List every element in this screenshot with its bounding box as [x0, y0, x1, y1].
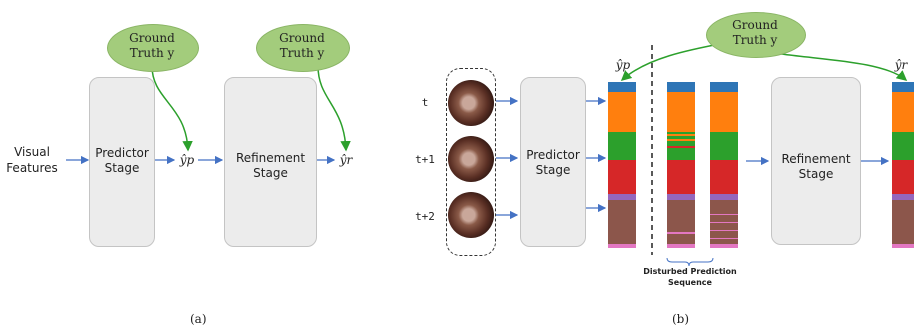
noise-stripe — [710, 230, 738, 231]
yhat-r-b: ŷr — [894, 58, 908, 72]
bar-segment — [710, 132, 738, 160]
frame-stack — [446, 68, 496, 256]
time-label-t1: t+1 — [415, 153, 435, 166]
bracket — [666, 257, 714, 267]
bar-segment — [608, 194, 636, 200]
bar-yhat-r — [892, 82, 914, 248]
ground-truth-ellipse-a2 — [256, 24, 350, 72]
predictor-stage-a — [89, 77, 155, 247]
bar-segment — [667, 244, 695, 248]
bar-segment — [608, 200, 636, 244]
yhat-p-a: ŷp — [179, 153, 195, 167]
gt-a1-line1: Ground — [129, 31, 175, 45]
bar-segment — [892, 244, 914, 248]
gt-arrow-a2 — [317, 65, 351, 152]
refinement-a-line1: Refinement — [235, 151, 306, 165]
bar-segment — [710, 194, 738, 200]
video-frame-t — [448, 80, 494, 126]
bar-segment — [608, 160, 636, 194]
noise-stripe — [667, 134, 695, 136]
ground-truth-ellipse-a1 — [107, 24, 199, 72]
caption-b: (b) — [672, 312, 690, 326]
time-label-t2: t+2 — [415, 210, 435, 223]
bar-segment — [892, 132, 914, 160]
refinement-stage-b — [771, 77, 861, 245]
bar-segment — [710, 160, 738, 194]
time-label-t: t — [421, 96, 429, 109]
bar-yhat-p — [608, 82, 636, 248]
bar-disturbed-1 — [667, 82, 695, 248]
bar-segment — [710, 82, 738, 92]
visual-features-line1: Visual — [14, 145, 50, 159]
video-frame-t2 — [448, 192, 494, 238]
gt-a2-line2: Truth y — [279, 46, 325, 60]
yhat-r-a: ŷr — [339, 153, 353, 167]
bar-segment — [892, 194, 914, 200]
bar-segment — [892, 160, 914, 194]
bar-segment — [608, 82, 636, 92]
predictor-stage-b — [520, 77, 586, 247]
gt-a2-line1: Ground — [279, 31, 325, 45]
bar-segment — [710, 244, 738, 248]
bar-segment — [892, 92, 914, 132]
noise-stripe — [710, 222, 738, 223]
bar-segment — [892, 200, 914, 244]
bar-segment — [608, 132, 636, 160]
bar-segment — [710, 92, 738, 132]
disturbed-line2: Sequence — [668, 278, 712, 287]
predictor-a-line1: Predictor — [95, 146, 149, 160]
caption-a: (a) — [190, 312, 207, 326]
noise-stripe — [667, 146, 695, 148]
predictor-b-line2: Stage — [535, 163, 571, 177]
noise-stripe — [667, 139, 695, 141]
bar-segment — [667, 82, 695, 92]
refinement-a-line2: Stage — [253, 166, 288, 180]
gt-arrow-a1 — [151, 65, 193, 152]
noise-stripe — [667, 232, 695, 234]
predictor-b-line1: Predictor — [526, 148, 580, 162]
noise-stripe — [710, 238, 738, 239]
bar-segment — [667, 200, 695, 244]
bar-segment — [667, 160, 695, 194]
noise-stripe — [710, 126, 738, 129]
refinement-b-line1: Refinement — [781, 152, 851, 166]
video-frame-t1 — [448, 136, 494, 182]
disturbed-line1: Disturbed Prediction — [643, 267, 737, 276]
refinement-stage-a — [224, 77, 317, 247]
gt-b-line2: Truth y — [732, 33, 778, 47]
bar-disturbed-2 — [710, 82, 738, 248]
ground-truth-ellipse-b — [706, 12, 806, 58]
yhat-p-b: ŷp — [615, 58, 631, 72]
predictor-a-line2: Stage — [104, 161, 140, 175]
bar-segment — [608, 92, 636, 132]
bar-segment — [892, 82, 914, 92]
refinement-b-line2: Stage — [798, 167, 834, 181]
gt-b-line1: Ground — [732, 18, 778, 32]
bar-segment — [667, 92, 695, 132]
gt-a1-line2: Truth y — [129, 46, 175, 60]
bar-segment — [608, 244, 636, 248]
visual-features-line2: Features — [6, 161, 58, 175]
bar-segment — [667, 194, 695, 200]
noise-stripe — [710, 214, 738, 215]
